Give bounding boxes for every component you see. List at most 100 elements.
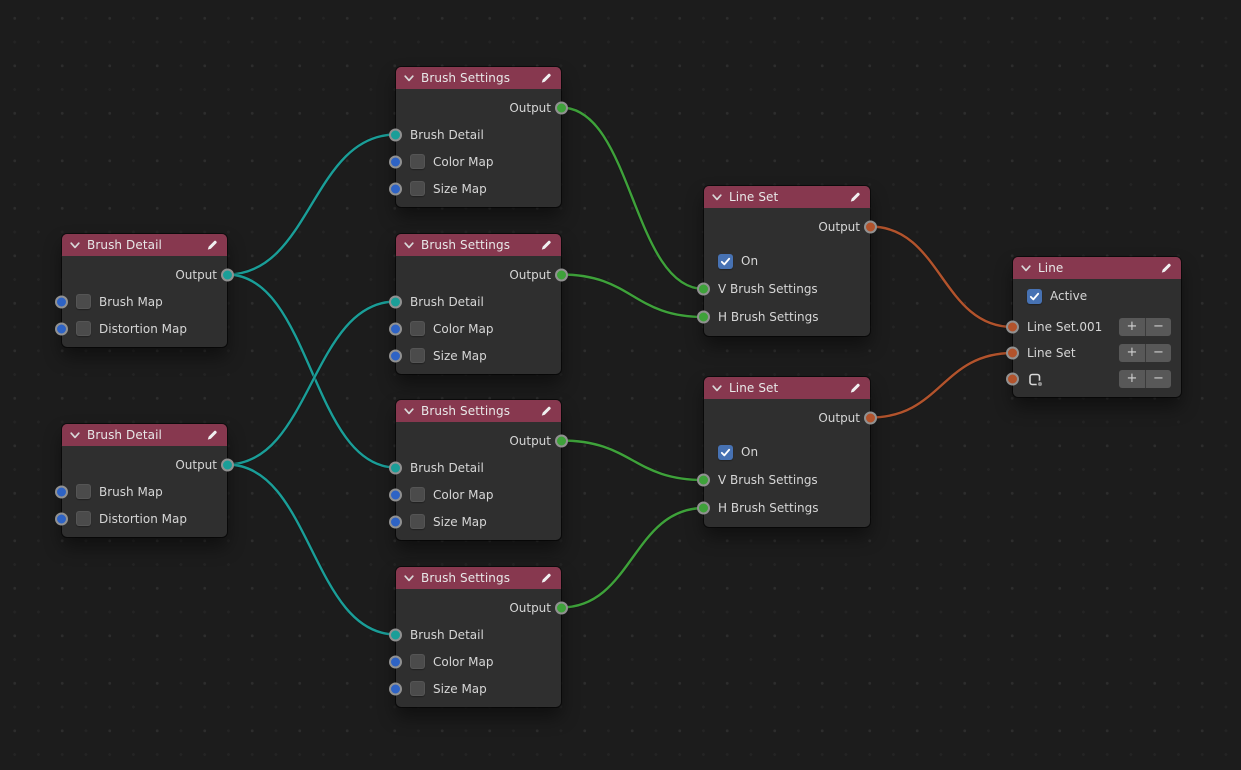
checkbox-size-map[interactable] <box>410 514 425 529</box>
output-socket-output[interactable] <box>555 268 568 281</box>
socket-label: Brush Detail <box>410 627 484 642</box>
input-socket-datablock[interactable] <box>1006 372 1019 386</box>
socket-label: Color Map <box>433 654 494 669</box>
minus-button[interactable]: − <box>1145 370 1171 388</box>
output-socket-output[interactable] <box>221 458 234 471</box>
pencil-icon[interactable] <box>205 428 219 442</box>
node-header[interactable]: Line Set <box>704 186 870 208</box>
checkbox-size-map[interactable] <box>410 681 425 696</box>
node-header[interactable]: Brush Settings <box>396 67 561 89</box>
input-socket-line-set-001[interactable] <box>1006 320 1019 334</box>
row-size-map: Size Map <box>389 508 561 535</box>
input-socket-distortion-map[interactable] <box>55 512 68 525</box>
checkbox-on[interactable] <box>718 253 733 269</box>
input-socket-size-map[interactable] <box>389 182 402 195</box>
datablock-icon[interactable] <box>1027 371 1044 388</box>
node-header[interactable]: Brush Settings <box>396 400 561 422</box>
input-socket-brush-map[interactable] <box>55 485 68 498</box>
checkbox-on[interactable] <box>718 444 733 460</box>
input-socket-size-map[interactable] <box>389 349 402 362</box>
row-distortion-map: Distortion Map <box>55 315 227 342</box>
input-socket-brush-detail[interactable] <box>389 461 402 474</box>
input-socket-brush-detail[interactable] <box>389 628 402 641</box>
plus-button[interactable]: + <box>1119 318 1145 336</box>
pencil-icon[interactable] <box>539 238 553 252</box>
input-socket-color-map[interactable] <box>389 488 402 501</box>
input-socket-line-set[interactable] <box>1006 346 1019 360</box>
minus-button[interactable]: − <box>1145 318 1171 336</box>
input-socket-color-map[interactable] <box>389 155 402 168</box>
checkbox-brush-map[interactable] <box>76 294 91 309</box>
row-line-set-001: Line Set.001+− <box>1006 314 1181 340</box>
input-socket-distortion-map[interactable] <box>55 322 68 335</box>
checkbox-distortion-map[interactable] <box>76 511 91 526</box>
input-socket-h-brush-settings[interactable] <box>697 501 710 515</box>
input-socket-brush-detail[interactable] <box>389 295 402 308</box>
chevron-down-icon[interactable] <box>712 384 722 392</box>
pencil-icon[interactable] <box>205 238 219 252</box>
pencil-icon[interactable] <box>539 571 553 585</box>
node-header[interactable]: Brush Detail <box>62 424 227 446</box>
checkbox-size-map[interactable] <box>410 348 425 363</box>
output-socket-output[interactable] <box>221 268 234 281</box>
row-output: Output <box>396 594 568 621</box>
node-header[interactable]: Line Set <box>704 377 870 399</box>
output-socket-output[interactable] <box>864 220 877 233</box>
chevron-down-icon[interactable] <box>404 574 414 582</box>
output-socket-output[interactable] <box>555 434 568 447</box>
checkbox-size-map[interactable] <box>410 181 425 196</box>
output-socket-output[interactable] <box>864 411 877 424</box>
input-socket-brush-map[interactable] <box>55 295 68 308</box>
checkbox-color-map[interactable] <box>410 654 425 669</box>
checkbox-color-map[interactable] <box>410 321 425 336</box>
node-link <box>559 506 706 609</box>
plus-button[interactable]: + <box>1119 344 1145 362</box>
checkbox-distortion-map[interactable] <box>76 321 91 336</box>
pencil-icon[interactable] <box>848 381 862 395</box>
output-socket-output[interactable] <box>555 101 568 114</box>
chevron-down-icon[interactable] <box>1021 264 1031 272</box>
chevron-down-icon[interactable] <box>404 407 414 415</box>
input-socket-v-brush-settings[interactable] <box>697 473 710 487</box>
chevron-down-icon[interactable] <box>712 193 722 201</box>
chevron-down-icon[interactable] <box>404 74 414 82</box>
input-socket-h-brush-settings[interactable] <box>697 310 710 324</box>
input-socket-brush-detail[interactable] <box>389 128 402 141</box>
checkbox-brush-map[interactable] <box>76 484 91 499</box>
pencil-icon[interactable] <box>539 71 553 85</box>
input-socket-v-brush-settings[interactable] <box>697 282 710 296</box>
input-socket-color-map[interactable] <box>389 655 402 668</box>
pencil-icon[interactable] <box>539 404 553 418</box>
node-header[interactable]: Brush Detail <box>62 234 227 256</box>
input-socket-size-map[interactable] <box>389 682 402 695</box>
output-socket-output[interactable] <box>555 601 568 614</box>
chevron-down-icon[interactable] <box>70 431 80 439</box>
minus-button[interactable]: − <box>1145 344 1171 362</box>
node-header[interactable]: Brush Settings <box>396 567 561 589</box>
node-header[interactable]: Brush Settings <box>396 234 561 256</box>
input-socket-color-map[interactable] <box>389 322 402 335</box>
checkbox-color-map[interactable] <box>410 154 425 169</box>
chevron-down-icon[interactable] <box>404 241 414 249</box>
node-header[interactable]: Line <box>1013 257 1181 279</box>
pencil-icon[interactable] <box>848 190 862 204</box>
checkbox-color-map[interactable] <box>410 487 425 502</box>
chevron-down-icon[interactable] <box>70 241 80 249</box>
input-socket-size-map[interactable] <box>389 515 402 528</box>
plus-button[interactable]: + <box>1119 370 1145 388</box>
checkbox-active[interactable] <box>1027 288 1042 304</box>
pencil-icon[interactable] <box>1159 261 1173 275</box>
